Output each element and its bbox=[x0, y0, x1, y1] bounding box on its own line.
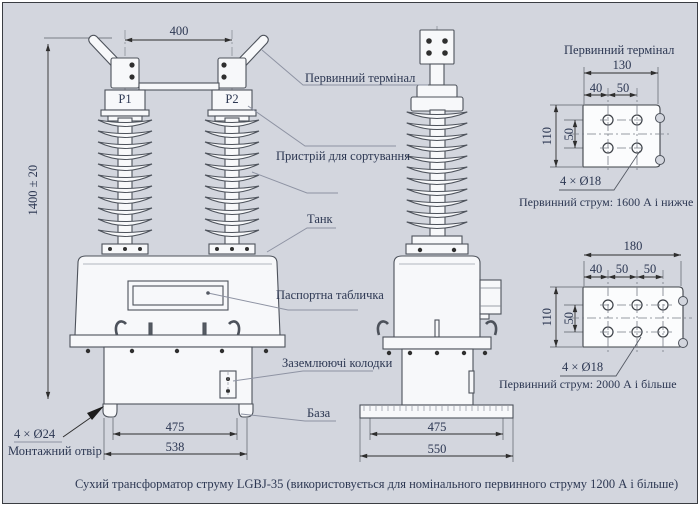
detail-2000-holes-note: 4 × Ø18 bbox=[562, 360, 604, 374]
side-dim-base-outer: 550 bbox=[427, 442, 447, 456]
detail-1600-holes-note: 4 × Ø18 bbox=[560, 174, 602, 188]
detail-1600-dim-row: 50 bbox=[561, 127, 576, 141]
front-terminal-p2-label: P2 bbox=[225, 92, 239, 106]
front-dim-base-inner: 475 bbox=[165, 420, 185, 434]
callout-sorting-device: Пристрій для сортування bbox=[276, 149, 410, 163]
front-view-body bbox=[69, 243, 286, 418]
side-view-body bbox=[359, 235, 514, 419]
callout-nameplate: Паспортна табличка bbox=[276, 288, 384, 302]
detail-2000-dim-height: 110 bbox=[539, 308, 554, 327]
detail-2000-dim-row: 50 bbox=[561, 311, 576, 325]
side-view-bolts bbox=[386, 38, 488, 356]
dim-overall-height: 1400 ± 20 bbox=[25, 164, 40, 216]
detail-1600-dim-col-first: 40 bbox=[589, 81, 603, 95]
dimension-lines bbox=[45, 37, 513, 459]
front-view-bolts bbox=[85, 62, 269, 393]
callout-base: База bbox=[307, 406, 331, 420]
front-dim-base-outer: 538 bbox=[165, 440, 185, 454]
front-terminal-p1-label: P1 bbox=[118, 92, 132, 106]
callout-tank: Танк bbox=[307, 212, 333, 226]
mounting-hole-label: Монтажний отвір bbox=[8, 444, 102, 458]
detail-2000-dim-col-third: 50 bbox=[643, 262, 657, 276]
dim-terminal-spacing: 400 bbox=[169, 24, 189, 38]
mounting-holes-spec: 4 × Ø24 bbox=[14, 427, 56, 441]
detail-1600-dim-col-second: 50 bbox=[616, 81, 630, 95]
center-lines bbox=[124, 26, 438, 250]
detail-2000-dim-col-second: 50 bbox=[615, 262, 629, 276]
detail-1600-title: Первинний термінал bbox=[564, 43, 675, 57]
detail-2000-dim-col-first: 40 bbox=[589, 262, 603, 276]
detail-1600-current-note: Первинний струм: 1600 А і нижче bbox=[519, 195, 694, 209]
callout-leaders bbox=[207, 49, 428, 422]
side-dim-base-inner: 475 bbox=[427, 420, 447, 434]
detail-2000-current-note: Первинний струм: 2000 А і більше bbox=[499, 377, 677, 391]
detail-1600-dim-width: 130 bbox=[612, 58, 632, 72]
detail-2000-dim-width: 180 bbox=[623, 239, 643, 253]
terminal-detail-2000 bbox=[550, 252, 692, 377]
callout-primary-terminal: Первинний термінал bbox=[305, 71, 416, 85]
terminal-detail-1600 bbox=[550, 67, 672, 191]
figure-caption: Сухий трансформатор струму LGBJ-35 (вико… bbox=[75, 477, 679, 491]
callout-grounding-blocks: Заземлюючі колодки bbox=[282, 356, 393, 370]
detail-1600-dim-height: 110 bbox=[539, 127, 554, 146]
mounting-hole-arrow bbox=[87, 406, 104, 420]
base-plate-hatch bbox=[363, 406, 509, 411]
